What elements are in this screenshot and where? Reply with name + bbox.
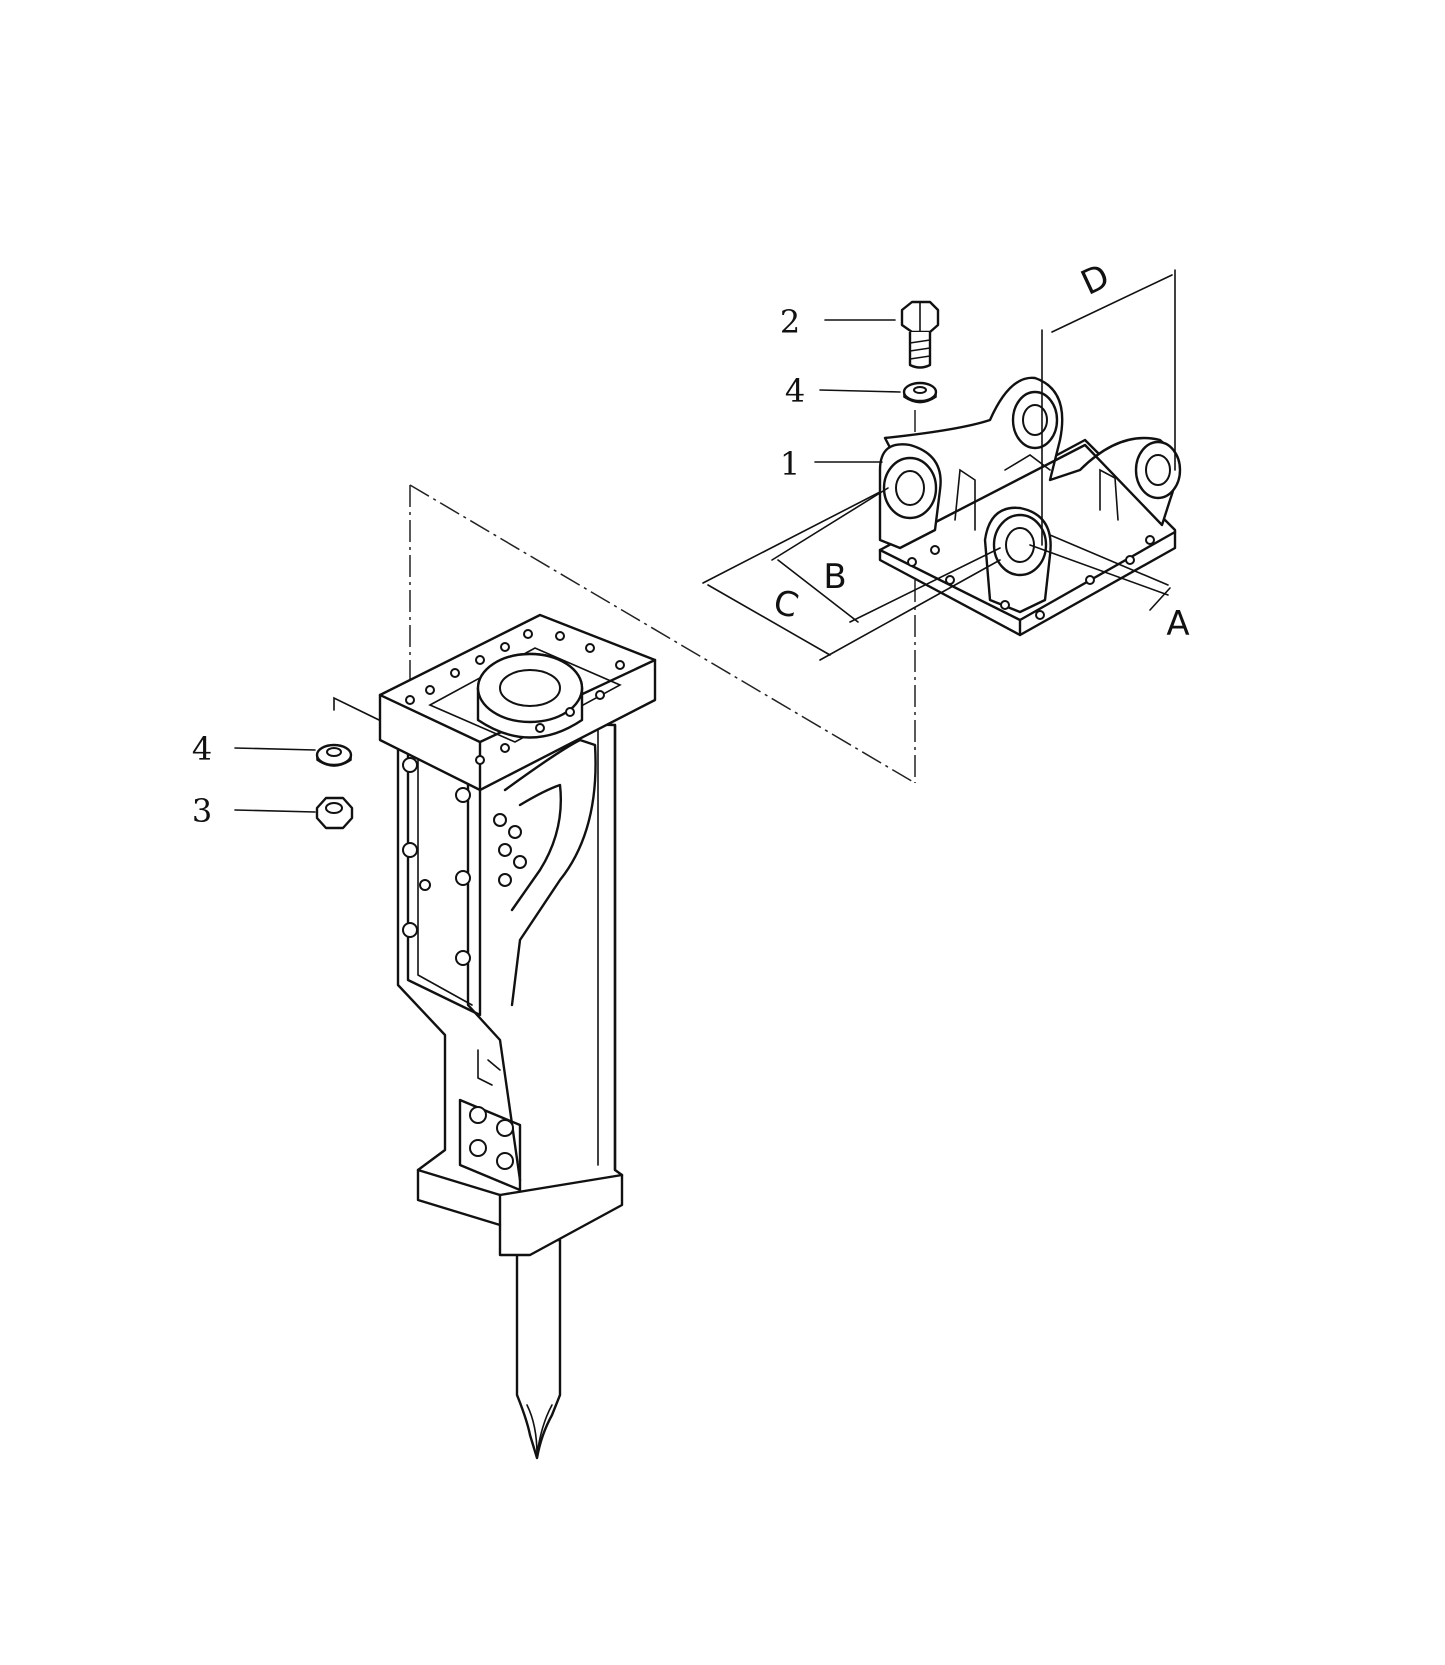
top-plate-holes: [405, 629, 625, 765]
dimension-lines: [702, 269, 1176, 661]
hydraulic-breaker: [378, 613, 657, 1460]
callout-washer-left: 4: [192, 730, 212, 768]
callout-bracket: 1: [780, 445, 800, 483]
dimension-label-b: B: [823, 557, 846, 597]
hex-bolt: [900, 300, 940, 369]
washer-left: [315, 743, 353, 767]
port-block: [458, 1049, 522, 1192]
dimension-label-d: D: [1075, 256, 1116, 303]
hex-nut: [315, 796, 354, 830]
mounting-bracket: [878, 376, 1182, 637]
callout-nut: 3: [192, 792, 212, 830]
callout-washer-top: 4: [785, 372, 805, 410]
leader-lines: [234, 319, 901, 813]
chisel-tool: [515, 1238, 562, 1460]
dimension-label-a: A: [1166, 604, 1189, 644]
side-bolts: [402, 757, 527, 966]
washer-top: [902, 381, 938, 404]
callout-bolt: 2: [780, 303, 800, 341]
base-holes: [907, 535, 1155, 620]
dimension-label-c: C: [769, 582, 802, 627]
pin-bosses: [882, 390, 1182, 577]
